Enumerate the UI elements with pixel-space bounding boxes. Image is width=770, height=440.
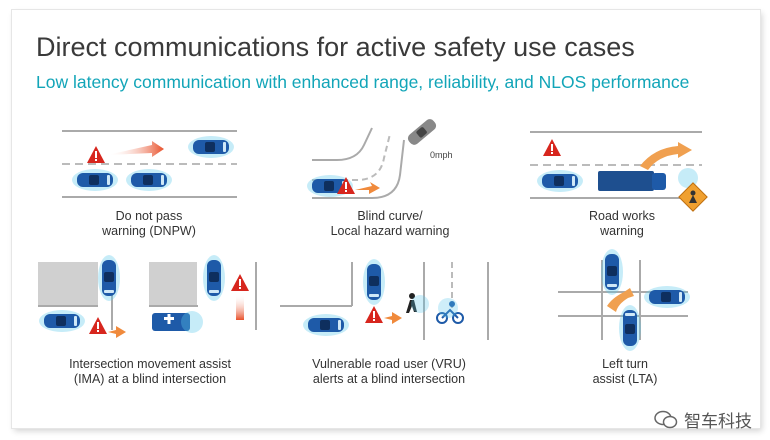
watermark: 智车科技 xyxy=(654,407,752,432)
road-works-scene xyxy=(530,131,708,212)
use-case-caption: Vulnerable road user (VRU)alerts at a bl… xyxy=(312,357,466,386)
arrow-icon xyxy=(107,141,164,157)
car-icon xyxy=(203,255,225,301)
blind-curve-scene: 0mph xyxy=(307,119,453,199)
wechat-icon xyxy=(654,410,678,428)
car-icon xyxy=(363,259,385,305)
use-case-caption: Intersection movement assist(IMA) at a b… xyxy=(69,357,231,386)
car-icon xyxy=(644,286,690,308)
dnpw-scene xyxy=(62,130,237,198)
car-icon xyxy=(407,119,437,145)
speed-label: 0mph xyxy=(430,150,453,160)
car-icon xyxy=(39,310,85,332)
car-icon xyxy=(601,249,623,295)
pedestrian-icon xyxy=(406,293,429,313)
illustrations: 0mph xyxy=(38,119,708,351)
slide: Direct communications for active safety … xyxy=(12,10,760,428)
cyclist-icon xyxy=(436,298,464,324)
truck-icon xyxy=(598,171,666,191)
car-icon xyxy=(126,169,172,191)
car-icon xyxy=(303,314,349,336)
lta-scene xyxy=(558,249,690,351)
car-icon xyxy=(72,169,118,191)
page-subtitle: Low latency communication with enhanced … xyxy=(36,72,690,92)
car-icon xyxy=(98,255,120,301)
warning-icon xyxy=(87,146,105,163)
ambulance-icon xyxy=(152,311,203,333)
warning-icon xyxy=(543,139,561,156)
warning-icon xyxy=(231,274,249,291)
warning-icon xyxy=(89,317,107,334)
watermark-text: 智车科技 xyxy=(684,412,752,432)
ima-scene xyxy=(38,255,257,338)
use-case-caption: Blind curve/Local hazard warning xyxy=(330,209,450,238)
vru-scene xyxy=(280,259,489,340)
car-icon xyxy=(619,305,641,351)
warning-icon xyxy=(365,306,383,323)
car-icon xyxy=(537,170,583,192)
car-icon xyxy=(188,136,234,158)
page-title: Direct communications for active safety … xyxy=(36,32,635,62)
